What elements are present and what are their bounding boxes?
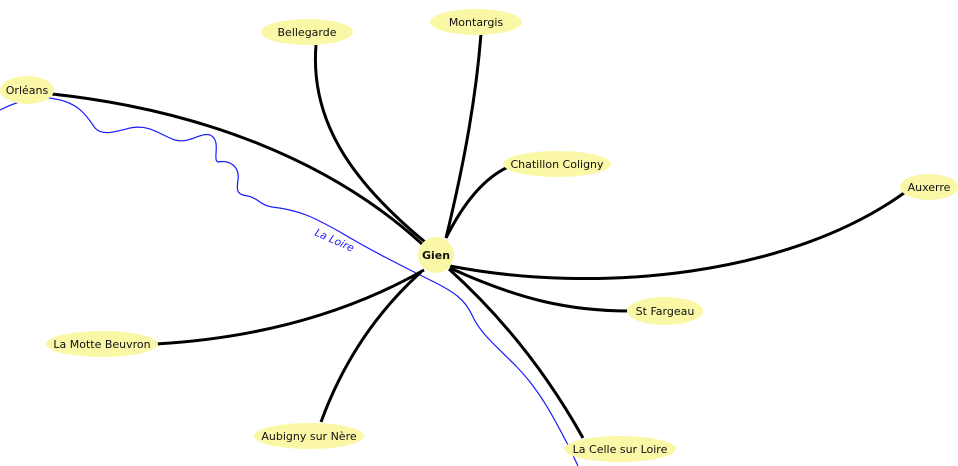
svg-text:St Fargeau: St Fargeau — [636, 305, 695, 318]
river-label: La Loire — [313, 227, 356, 255]
svg-text:Bellegarde: Bellegarde — [278, 26, 337, 39]
svg-text:Gien: Gien — [422, 249, 450, 262]
edge-lacelle — [447, 267, 585, 439]
edge-auxerre — [449, 191, 905, 280]
svg-text:La Celle sur Loire: La Celle sur Loire — [573, 443, 668, 456]
node-auxerre[interactable]: Auxerre — [900, 174, 958, 200]
node-lacelle[interactable]: La Celle sur Loire — [564, 436, 676, 462]
edge-montargis — [444, 33, 483, 239]
svg-text:Orléans: Orléans — [6, 84, 49, 97]
edge-aubigny — [319, 270, 423, 423]
node-gien[interactable]: Gien — [418, 237, 454, 273]
svg-text:Chatillon Coligny: Chatillon Coligny — [510, 158, 604, 171]
svg-text:Montargis: Montargis — [449, 16, 504, 29]
node-bellegarde[interactable]: Bellegarde — [261, 19, 353, 45]
edge-stfargeau — [449, 266, 631, 313]
edge-bellegarde — [313, 44, 426, 244]
edge-lamotte — [155, 268, 425, 346]
svg-text:Auxerre: Auxerre — [908, 181, 951, 194]
node-lamotte[interactable]: La Motte Beuvron — [46, 331, 158, 357]
svg-text:Aubigny sur Nère: Aubigny sur Nère — [261, 430, 356, 443]
node-montargis[interactable]: Montargis — [430, 9, 522, 35]
loire-river — [0, 97, 579, 466]
node-aubigny[interactable]: Aubigny sur Nère — [254, 423, 364, 449]
node-orleans[interactable]: Orléans — [0, 76, 54, 104]
node-stfargeau[interactable]: St Fargeau — [627, 297, 703, 325]
svg-text:La Motte Beuvron: La Motte Beuvron — [53, 338, 150, 351]
edge-chatillon — [444, 165, 509, 239]
node-chatillon[interactable]: Chatillon Coligny — [503, 151, 611, 177]
edge-orleans — [51, 92, 424, 246]
